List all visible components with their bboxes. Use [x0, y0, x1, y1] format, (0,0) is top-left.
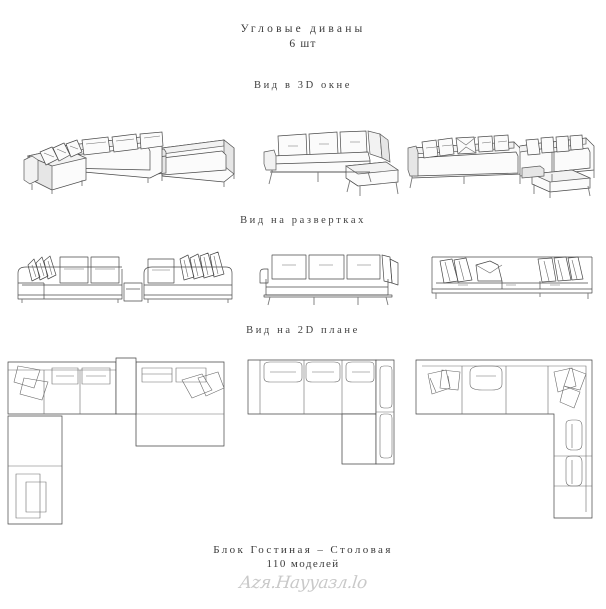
sofa-plan-1 — [6, 356, 228, 525]
page-title: Угловые диваны 6 шт — [0, 22, 606, 52]
sofa-3d-1 — [12, 118, 237, 198]
section-heading-elevation: Вид на развертках — [240, 215, 366, 226]
row-plan-views — [0, 352, 606, 527]
sofa-plan-3 — [414, 356, 600, 524]
sofa-3d-3 — [404, 118, 599, 198]
signature: Аzя.Наууазл.lo — [238, 573, 368, 593]
page-title-main: Угловые диваны — [240, 23, 366, 35]
sofa-plan-2 — [246, 356, 398, 466]
section-heading-3d: Вид в 3D окне — [253, 80, 353, 91]
sofa-elevation-2 — [258, 243, 402, 307]
footer-block-title: Блок Гостиная – Столовая — [213, 544, 393, 556]
page-title-count: 6 шт — [289, 38, 317, 50]
section-heading-plan: Вид на 2D плане — [246, 325, 360, 336]
row-elevation-views — [0, 243, 606, 311]
row-3d-views — [0, 118, 606, 198]
sofa-elevation-1 — [14, 243, 236, 307]
footer-model-count: 110 моделей — [266, 558, 340, 570]
sofa-elevation-3 — [428, 243, 596, 307]
footer: Блок Гостиная – Столовая 110 моделей Аzя… — [0, 543, 606, 593]
sofa-3d-2 — [258, 120, 408, 198]
